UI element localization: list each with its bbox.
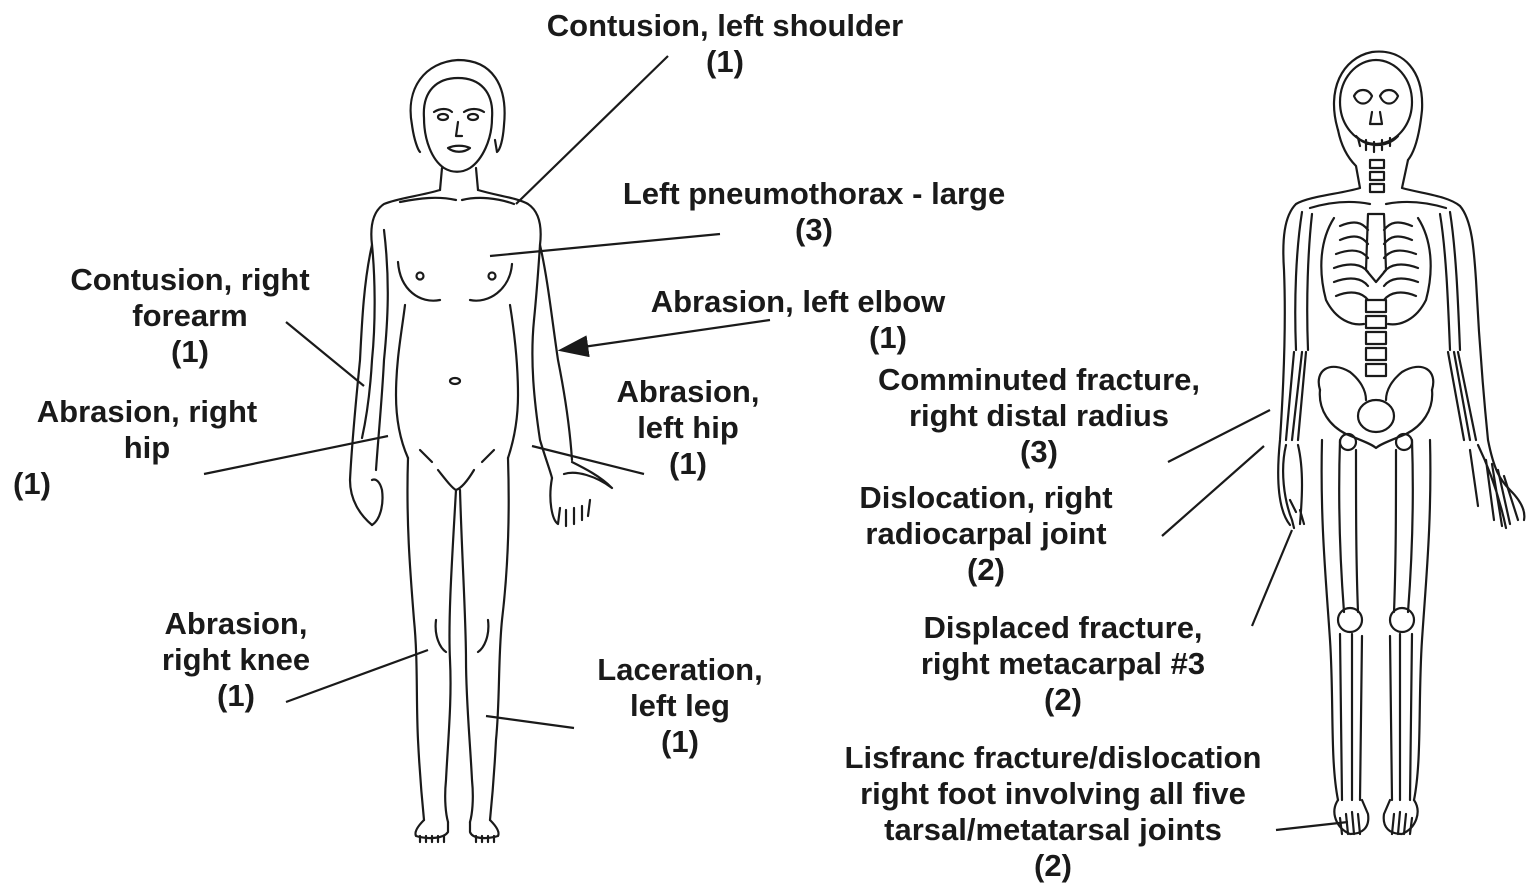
leader-laceration-left-leg <box>486 716 574 728</box>
label-abrasion-right-knee: Abrasion, right knee (1) <box>138 606 334 714</box>
leader-displaced-fracture <box>1252 530 1292 626</box>
skeleton-figure <box>1278 52 1524 834</box>
label-contusion-left-shoulder: Contusion, left shoulder (1) <box>510 8 940 80</box>
female-body-figure <box>350 60 612 842</box>
label-displaced-fracture: Displaced fracture, right metacarpal #3 … <box>888 610 1238 718</box>
label-left-pneumothorax: Left pneumothorax - large (3) <box>582 176 1046 248</box>
label-abrasion-left-elbow: Abrasion, left elbow (1) <box>620 284 976 356</box>
label-comminuted-fracture: Comminuted fracture, right distal radius… <box>818 362 1260 470</box>
label-abrasion-right-hip: Abrasion, right hip (1) <box>12 394 282 502</box>
label-abrasion-left-hip: Abrasion, left hip (1) <box>598 374 778 482</box>
label-lisfranc: Lisfranc fracture/dislocation right foot… <box>800 740 1306 884</box>
label-contusion-right-forearm: Contusion, right forearm (1) <box>40 262 340 370</box>
label-laceration-left-leg: Laceration, left leg (1) <box>580 652 780 760</box>
label-dislocation-radiocarpal: Dislocation, right radiocarpal joint (2) <box>826 480 1146 588</box>
